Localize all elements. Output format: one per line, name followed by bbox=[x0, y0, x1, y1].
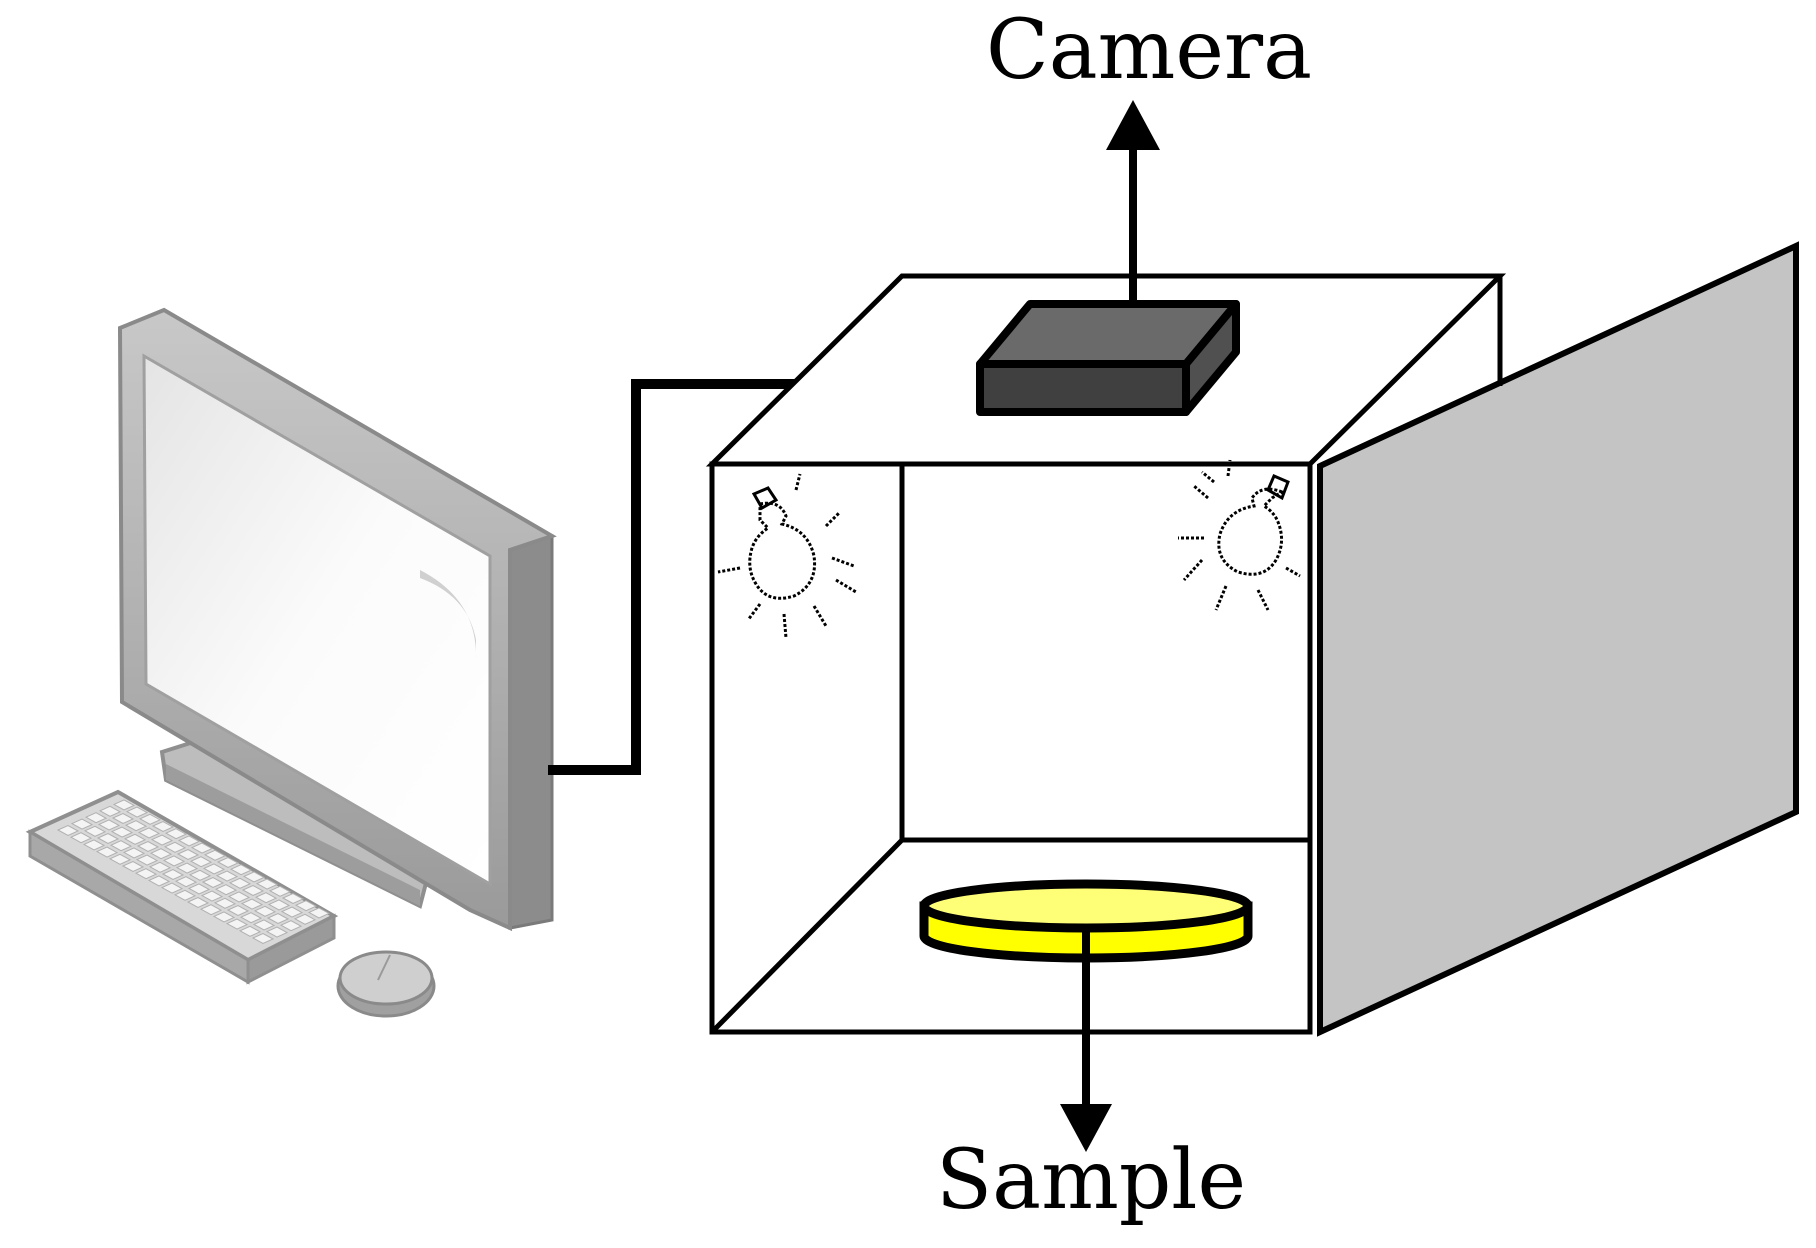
keyboard-key bbox=[189, 856, 213, 868]
keyboard-key bbox=[98, 805, 122, 817]
keyboard-key bbox=[108, 853, 132, 865]
keyboard-key bbox=[188, 869, 212, 881]
box-back-wall bbox=[899, 461, 1313, 843]
monitor-screen bbox=[142, 353, 492, 887]
keyboard-key bbox=[82, 839, 106, 851]
keyboard-key bbox=[111, 812, 135, 825]
keyboard-key bbox=[137, 827, 161, 839]
keyboard-key bbox=[229, 864, 253, 876]
keyboard-key bbox=[294, 900, 318, 912]
keyboard-key bbox=[84, 812, 108, 824]
open-door-panel bbox=[1317, 241, 1799, 1037]
keyboard-key bbox=[56, 824, 80, 837]
keyboard-key bbox=[255, 878, 279, 890]
keyboard-key bbox=[69, 832, 93, 844]
keyboard-key bbox=[225, 918, 249, 930]
keyboard-key bbox=[227, 891, 251, 903]
sample-arrow bbox=[1060, 928, 1112, 1152]
keyboard-key bbox=[121, 860, 145, 873]
keyboard-key bbox=[150, 834, 174, 846]
keyboard-key bbox=[177, 835, 201, 847]
keyboard-key bbox=[186, 896, 210, 909]
camera-label: Camera bbox=[986, 3, 1312, 98]
keyboard-key bbox=[164, 828, 188, 840]
keyboard-key bbox=[109, 840, 133, 852]
keyboard-key bbox=[214, 884, 238, 896]
keyboard-key bbox=[123, 833, 147, 845]
keyboard-key bbox=[238, 925, 262, 937]
keyboard-key bbox=[151, 820, 175, 833]
camera-side bbox=[1182, 300, 1240, 416]
keyboard-key bbox=[280, 906, 304, 918]
keyboard-key bbox=[228, 877, 252, 889]
keyboard-key bbox=[162, 855, 186, 867]
keyboard-key bbox=[161, 868, 185, 881]
keyboard-key bbox=[212, 911, 236, 923]
keyboard-key bbox=[135, 854, 159, 866]
keyboard-key bbox=[226, 904, 250, 917]
keyboard-key bbox=[240, 898, 264, 910]
keyboard-key bbox=[136, 840, 160, 853]
keyboard-key bbox=[266, 912, 290, 925]
keyboard-keys bbox=[56, 799, 331, 945]
keyboard-key bbox=[160, 882, 184, 894]
keyboard-key bbox=[242, 871, 266, 883]
keyboard-key bbox=[163, 841, 187, 853]
keyboard-key bbox=[149, 848, 173, 860]
keyboard-key bbox=[254, 892, 278, 904]
lightbulb-icon bbox=[717, 473, 857, 639]
keyboard-key bbox=[110, 826, 134, 838]
keyboard-key bbox=[268, 885, 292, 897]
keyboard-key bbox=[176, 848, 200, 861]
sample-label: Sample bbox=[936, 1133, 1247, 1228]
lightbulb-icon bbox=[1178, 459, 1301, 611]
keyboard-key bbox=[124, 820, 148, 832]
camera-front bbox=[976, 360, 1190, 416]
keyboard-key bbox=[174, 876, 198, 888]
keyboard-key bbox=[253, 905, 277, 917]
mouse bbox=[336, 950, 436, 1018]
camera-arrow bbox=[1106, 100, 1160, 306]
keyboard-key bbox=[199, 904, 223, 916]
keyboard-key bbox=[252, 919, 276, 931]
keyboard-key bbox=[148, 861, 172, 873]
keyboard-key bbox=[202, 863, 226, 875]
keyboard-key bbox=[215, 870, 239, 882]
keyboard-key bbox=[112, 799, 136, 811]
keyboard-key bbox=[134, 868, 158, 880]
keyboard-key bbox=[83, 825, 107, 837]
keyboard-key bbox=[279, 920, 303, 932]
keyboard-key bbox=[307, 907, 331, 919]
keyboard-key bbox=[216, 856, 240, 869]
keyboard-key bbox=[241, 884, 265, 897]
keyboard-key bbox=[97, 819, 121, 831]
keyboard-key bbox=[173, 889, 197, 901]
keyboard-key bbox=[70, 818, 94, 830]
monitor-side bbox=[508, 534, 554, 930]
desktop-computer-icon bbox=[25, 307, 557, 1018]
keyboard-key bbox=[95, 846, 119, 858]
keyboard-key bbox=[187, 883, 211, 895]
keyboard-key bbox=[200, 890, 224, 902]
keyboard-key bbox=[125, 806, 149, 818]
keyboard-key bbox=[138, 813, 162, 825]
keyboard-key bbox=[190, 842, 214, 854]
keyboard-key bbox=[96, 832, 120, 845]
keyboard-key bbox=[251, 932, 275, 945]
keyboard-key bbox=[265, 926, 289, 938]
keyboard-key bbox=[267, 899, 291, 911]
keyboard-key bbox=[203, 849, 227, 861]
keyboard-key bbox=[122, 847, 146, 859]
keyboard-key bbox=[293, 913, 317, 925]
keyboard-key bbox=[239, 912, 263, 924]
sample-dish-top bbox=[919, 879, 1253, 933]
keyboard-key bbox=[175, 862, 199, 874]
keyboard-key bbox=[213, 897, 237, 909]
camera-box-icon bbox=[976, 300, 1240, 416]
keyboard-key bbox=[201, 876, 225, 889]
keyboard-key bbox=[147, 875, 171, 887]
keyboard-key bbox=[281, 892, 305, 905]
